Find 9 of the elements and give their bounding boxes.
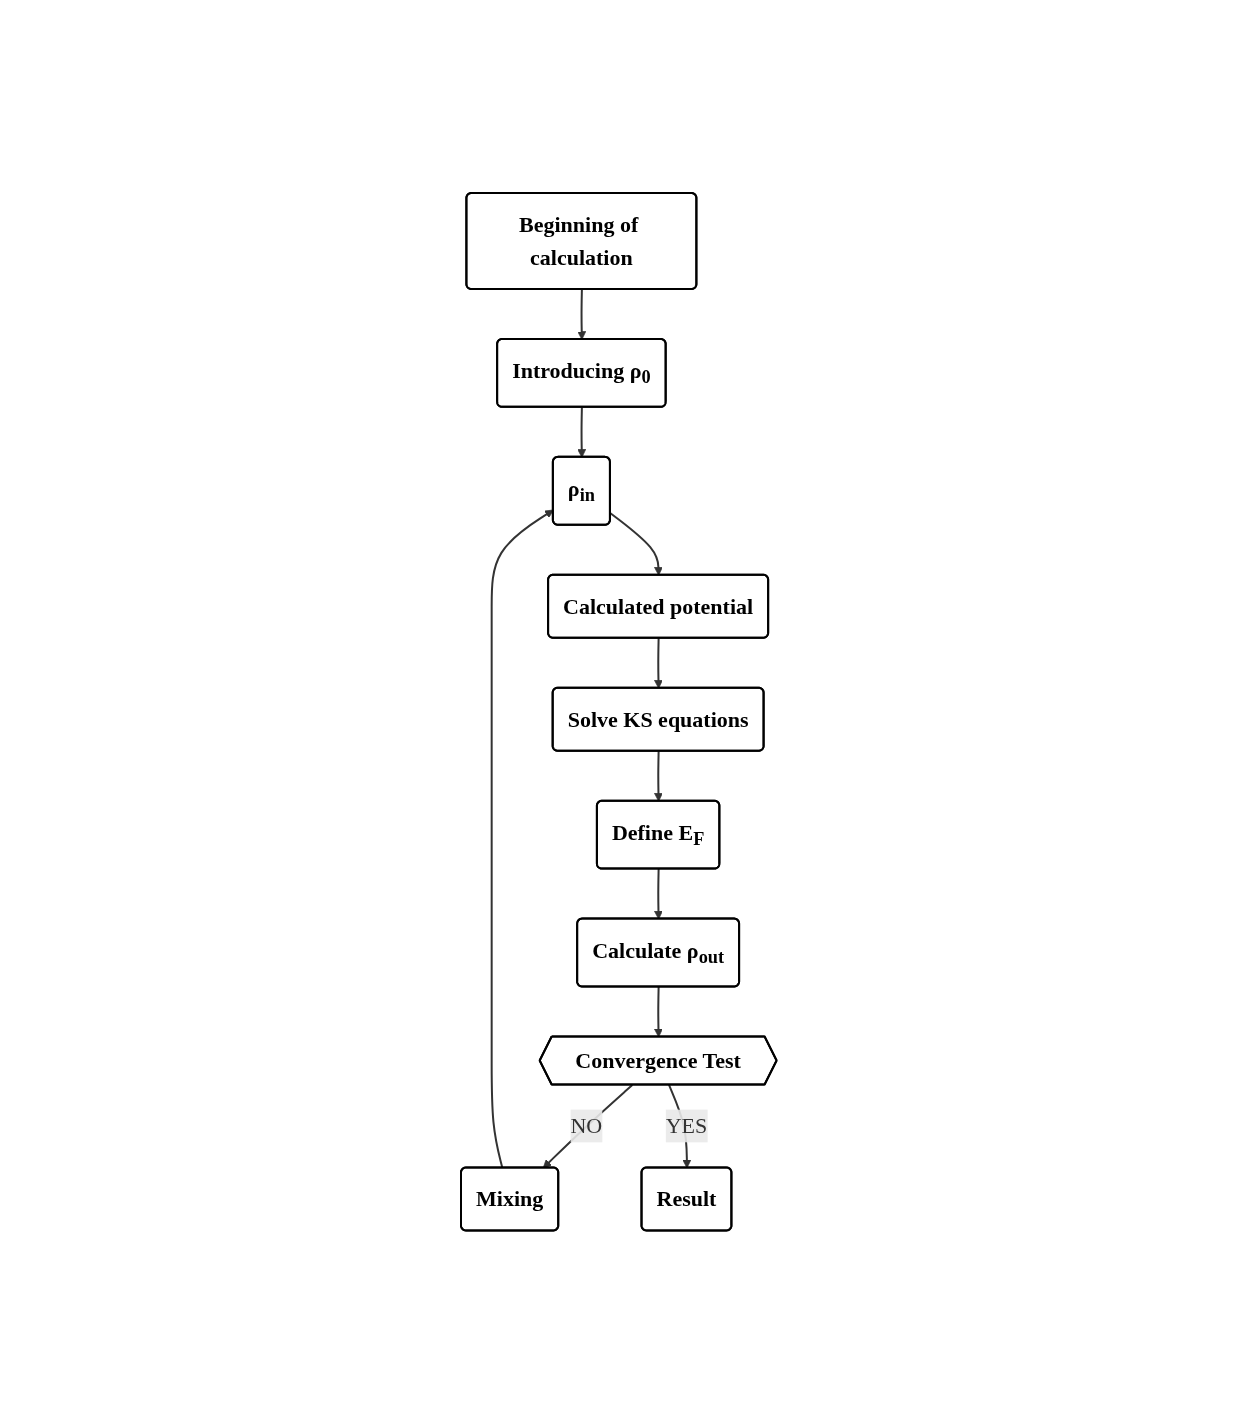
edge-label: NO: [570, 1113, 603, 1139]
arrow: [654, 868, 664, 920]
arrow: [577, 406, 587, 459]
arrow: [577, 288, 587, 341]
edge-label: YES: [665, 1113, 708, 1139]
arrow: [654, 986, 664, 1038]
arrow: [654, 750, 664, 802]
arrow: [543, 1084, 634, 1169]
arrow: [654, 637, 664, 689]
